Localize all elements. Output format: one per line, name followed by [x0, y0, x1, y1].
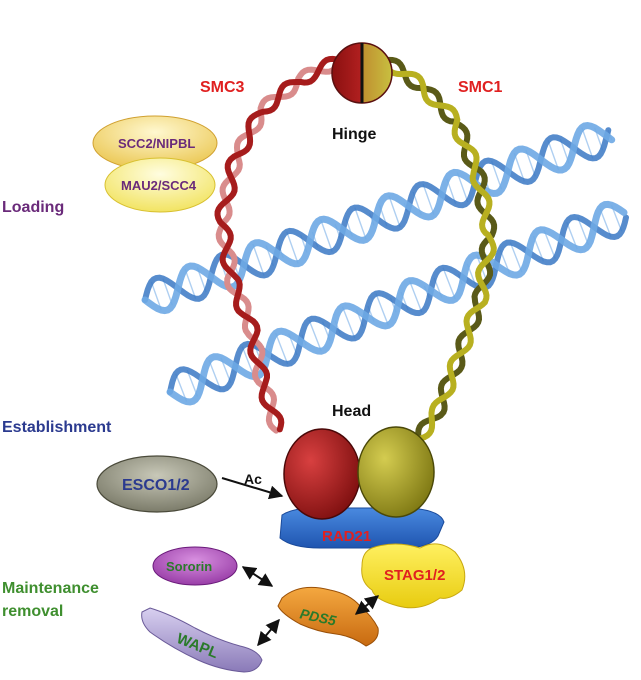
smc3-head [283, 428, 361, 520]
wapl-protein [141, 607, 263, 673]
smc3-arm [214, 55, 343, 434]
maintenance-stage-label: Maintenance [2, 580, 99, 597]
dna-helices [141, 121, 629, 406]
stag-label: STAG1/2 [384, 567, 445, 584]
stag-protein [361, 543, 466, 609]
pds5-wapl-arrow [257, 618, 280, 647]
acetylation-arrow [221, 477, 284, 500]
head-label: Head [332, 403, 371, 420]
mau2-scc4-protein [104, 157, 216, 213]
pds5-label: PDS5 [299, 605, 338, 628]
smc-coiled-coils [214, 55, 498, 444]
esco-label: ESCO1/2 [122, 477, 190, 494]
sororin-pds5-arrow [241, 566, 274, 587]
sororin-protein [152, 546, 238, 586]
esco-protein [96, 455, 218, 513]
smc1-label: SMC1 [458, 79, 503, 96]
smc1-arm [382, 56, 498, 444]
hinge-domain [331, 42, 393, 104]
removal-stage-label: removal [2, 603, 63, 620]
mau2-label: MAU2/SCC4 [121, 178, 197, 193]
hinge-label: Hinge [332, 126, 377, 143]
rad21-label: RAD21 [322, 528, 371, 545]
loading-stage-label: Loading [2, 199, 64, 216]
establishment-stage-label: Establishment [2, 419, 112, 436]
smc3-label: SMC3 [200, 79, 245, 96]
dna-helix-upper [141, 121, 616, 315]
scc2-label: SCC2/NIPBL [118, 136, 195, 151]
pds5-stag-arrow [354, 595, 380, 615]
ac-label: Ac [244, 471, 262, 487]
smc1-head [357, 426, 435, 518]
pds5-protein [277, 586, 379, 647]
dna-helix-lower [166, 200, 629, 406]
sororin-label: Sororin [166, 559, 212, 574]
